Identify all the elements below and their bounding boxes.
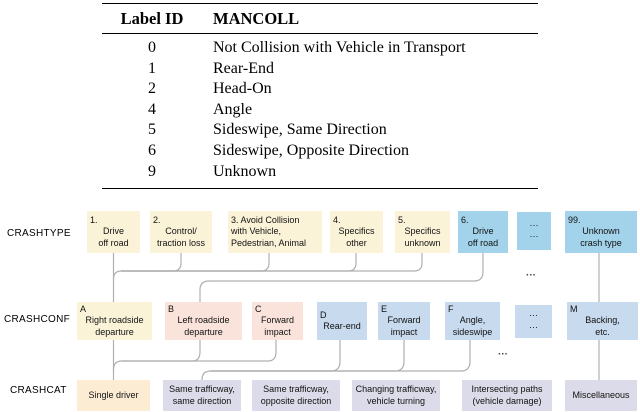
ellipsis-dots: ··· ···	[529, 310, 538, 332]
connector-confD-samedir	[201, 339, 341, 381]
box-number: B	[168, 303, 175, 314]
box-label: Drive off road	[467, 226, 499, 248]
crashcat-box-single-driver: Single driver	[77, 380, 150, 411]
mancoll-cell: Rear-End	[213, 59, 274, 77]
label-id-cell: 2	[148, 80, 156, 98]
table-row: 0 Not Collision with Vehicle in Transpor…	[102, 38, 538, 59]
crashtype-box-99: 99. Unknown crash type	[565, 211, 637, 253]
box-label: Angle, sideswipe	[452, 315, 493, 337]
box-number: 6.	[461, 214, 469, 225]
crashconf-box-e: E Forward impact	[378, 302, 430, 340]
crashtype-box-ellipsis: ··· ···	[517, 212, 551, 250]
box-number: F	[448, 303, 454, 314]
crashcat-box-changing-trafficway: Changing trafficway, vehicle turning	[352, 380, 440, 411]
crashconf-box-b: B Left roadside departure	[165, 302, 242, 340]
box-label: Control/ traction loss	[156, 226, 206, 248]
connector-confE-samedir	[210, 339, 405, 372]
box-label: Left roadside departure	[177, 315, 230, 337]
box-number: 5.	[398, 214, 406, 225]
box-label: Forward impact	[260, 315, 294, 337]
crashconf-box-f: F Angle, sideswipe	[445, 302, 500, 340]
box-label: Backing, etc.	[585, 315, 620, 337]
crashconf-box-c: C Forward impact	[252, 302, 303, 340]
connector-type3-confA	[120, 252, 270, 272]
box-label: Same trafficway, opposite direction	[260, 384, 332, 406]
box-label: Forward impact	[387, 315, 421, 337]
label-id-cell: 5	[148, 121, 156, 139]
crashconf-box-d: D Rear-end	[317, 302, 367, 340]
box-number: 4.	[333, 214, 341, 225]
crashcat-box-miscellaneous: Miscellaneous	[565, 380, 637, 411]
crashconf-box-ellipsis: ··· ···	[515, 305, 552, 338]
connector-type5-confA	[120, 252, 423, 272]
row-label-crashtype: CRASHTYPE	[7, 228, 71, 239]
box-number: M	[570, 303, 578, 314]
box-number: 2.	[153, 214, 161, 225]
ellipsis-between-type-conf: ···	[526, 270, 536, 281]
table-header-label-id: Label ID	[120, 9, 184, 28]
crashcat-box-same-direction: Same trafficway, same direction	[163, 380, 241, 411]
row-label-crashconf: CRASHCONF	[4, 314, 71, 325]
table-body: 0 Not Collision with Vehicle in Transpor…	[102, 34, 538, 188]
crashtype-box-4: 4. Specifics other	[330, 211, 383, 253]
label-id-cell: 4	[148, 100, 156, 118]
mancoll-cell: Sideswipe, Opposite Direction	[213, 141, 409, 159]
box-label: Miscellaneous	[572, 389, 630, 400]
box-label: Specifics unknown	[404, 226, 441, 248]
box-label: Specifics other	[338, 226, 375, 248]
connector-type4-confA	[120, 252, 357, 272]
box-label: 3. Avoid Collision with Vehicle, Pedestr…	[231, 214, 307, 248]
crashtype-box-2: 2. Control/ traction loss	[150, 211, 212, 253]
box-number: 1.	[90, 214, 98, 225]
table-row: 2 Head-On	[102, 79, 538, 100]
crashtype-box-3: 3. Avoid Collision with Vehicle, Pedestr…	[228, 211, 322, 253]
crashconf-box-m: M Backing, etc.	[567, 302, 638, 340]
box-label: Rear-end	[323, 321, 361, 331]
box-label: Right roadside departure	[85, 315, 144, 337]
crashtype-box-6: 6. Drive off road	[458, 211, 508, 253]
connector-confB-single	[112, 339, 201, 371]
box-number: E	[381, 303, 388, 314]
mancoll-cell: Sideswipe, Same Direction	[213, 121, 387, 139]
mancoll-cell: Angle	[213, 100, 253, 118]
connector-confF-samedir	[210, 339, 471, 372]
mancoll-table: Label ID MANCOLL 0 Not Collision with Ve…	[102, 3, 538, 190]
box-label: Changing trafficway, vehicle turning	[355, 384, 437, 406]
box-label: Intersecting paths (vehicle damage)	[471, 384, 543, 406]
ellipsis-between-conf-cat: ···	[498, 349, 508, 360]
ellipsis-dots: ··· ···	[529, 219, 539, 242]
crashconf-box-a: A Right roadside departure	[77, 302, 152, 340]
label-id-cell: 6	[148, 141, 156, 159]
mancoll-cell: Not Collision with Vehicle in Transport	[213, 39, 466, 56]
crashcat-box-intersecting-paths: Intersecting paths (vehicle damage)	[462, 380, 552, 411]
box-label: Single driver	[88, 389, 139, 400]
label-id-cell: 0	[148, 39, 156, 56]
box-number: 99.	[568, 214, 581, 225]
box-label: Drive off road	[98, 226, 129, 248]
label-id-cell: 9	[148, 162, 156, 180]
row-label-crashcat: CRASHCAT	[10, 385, 67, 396]
table-row: 6 Sideswipe, Opposite Direction	[102, 141, 538, 162]
box-number: A	[80, 303, 87, 314]
box-number: D	[320, 309, 327, 320]
mancoll-cell: Head-On	[213, 80, 272, 98]
connector-type6-confB	[199, 252, 484, 303]
crashtype-box-5: 5. Specifics unknown	[395, 211, 450, 253]
connector-confC-single	[121, 339, 277, 362]
table-row: 9 Unknown	[102, 162, 538, 183]
connector-type2-confA	[112, 252, 182, 280]
crashcat-box-opposite-direction: Same trafficway, opposite direction	[252, 380, 340, 411]
table-row: 4 Angle	[102, 100, 538, 121]
box-label: Unknown crash type	[580, 226, 622, 248]
table-header-row: Label ID MANCOLL	[102, 4, 538, 34]
table-header-mancoll: MANCOLL	[213, 9, 300, 28]
crashtype-box-1: 1. Drive off road	[87, 211, 140, 253]
table-row: 5 Sideswipe, Same Direction	[102, 120, 538, 141]
box-number: C	[255, 303, 262, 314]
table-row: 1 Rear-End	[102, 59, 538, 80]
mancoll-cell: Unknown	[213, 162, 277, 180]
label-id-cell: 1	[148, 59, 156, 77]
box-label: Same trafficway, same direction	[169, 384, 235, 406]
